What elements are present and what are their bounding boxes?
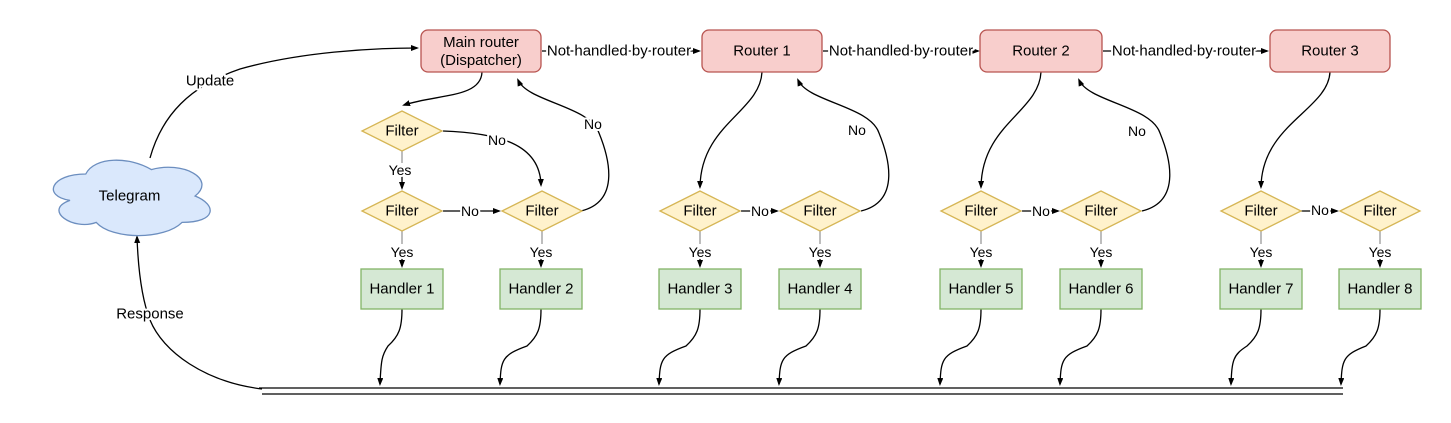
- router-2: [979, 29, 1103, 73]
- handler-1-label: Handler 1: [369, 281, 434, 298]
- handler-5: [939, 268, 1023, 310]
- filter-r3-1-label: Filter: [1244, 203, 1277, 220]
- router-3-label: Router 3: [1301, 43, 1359, 60]
- edge-label-not-handled-2: Not handled by router: [829, 43, 973, 60]
- main-router-label-line-1: Main router: [443, 34, 519, 51]
- handler-2: [499, 268, 583, 310]
- handler-5-label: Handler 5: [948, 281, 1013, 298]
- edge-label-response: Response: [116, 306, 184, 323]
- edge-label-yes-1: Yes: [391, 244, 414, 260]
- filter-r2-2-label: Filter: [1084, 203, 1117, 220]
- filter-r1-2-label: Filter: [803, 203, 836, 220]
- edge-label-no-main-top: No: [488, 132, 506, 148]
- handler-3: [658, 268, 742, 310]
- filter-r1-1-label: Filter: [683, 203, 716, 220]
- filter-main-1-label: Filter: [385, 203, 418, 220]
- filter-main-2-label: Filter: [525, 203, 558, 220]
- filter-r1-2: [778, 190, 862, 232]
- router-3: [1269, 29, 1391, 73]
- filter-r3-2-label: Filter: [1363, 203, 1396, 220]
- edge-label-yes-8: Yes: [1369, 244, 1392, 260]
- filter-main-1: [360, 190, 444, 232]
- edge-label-no-r2-h: No: [1032, 203, 1050, 219]
- edge-label-update: Update: [186, 73, 234, 90]
- telegram-cloud-label: Telegram: [99, 188, 161, 205]
- nodes-layer: Telegram Main router(Dispatcher) Router 1 R…: [52, 29, 1422, 310]
- edge-no-loop-r2: [1078, 78, 1171, 212]
- filter-r1-1: [658, 190, 742, 232]
- handler-2-label: Handler 2: [508, 281, 573, 298]
- filter-main-top: [360, 110, 444, 152]
- filter-r3-1: [1219, 190, 1303, 232]
- edge-handler-6-to-bus: [1057, 308, 1102, 386]
- filter-r2-1: [939, 190, 1023, 232]
- handler-6: [1059, 268, 1143, 310]
- edge-main-to-filter: [402, 71, 483, 107]
- edges-layer: [134, 45, 1383, 390]
- edge-handler-2-to-bus: [497, 308, 542, 386]
- handler-8-label: Handler 8: [1347, 281, 1412, 298]
- handler-4-label: Handler 4: [787, 281, 852, 298]
- edge-response: [134, 235, 263, 390]
- telegram-cloud: [52, 159, 211, 237]
- edge-handler-7-to-bus: [1228, 308, 1262, 386]
- handler-6-label: Handler 6: [1068, 281, 1133, 298]
- router-1-label: Router 1: [733, 43, 791, 60]
- edge-label-no-r3-h: No: [1311, 202, 1329, 218]
- filter-main-top-label: Filter: [385, 123, 418, 140]
- edge-handler-3-to-bus: [656, 308, 701, 386]
- edge-label-not-handled-3: Not handled by router: [1112, 43, 1256, 60]
- edge-no-loop-main: [517, 78, 610, 212]
- main-router-label-line-2: (Dispatcher): [440, 52, 522, 69]
- edge-label-no-main-h: No: [461, 203, 479, 219]
- edge-no-loop-r1: [797, 78, 890, 212]
- edge-r3-to-filter: [1258, 71, 1331, 189]
- edge-handler-8-to-bus: [1338, 308, 1381, 386]
- main-router: [420, 29, 542, 73]
- handler-1: [360, 268, 444, 310]
- edge-label-yes-7: Yes: [1250, 244, 1273, 260]
- handler-4: [778, 268, 862, 310]
- edge-label-yes-4: Yes: [809, 244, 832, 260]
- edge-handler-1-to-bus: [377, 308, 403, 386]
- edge-label-not-handled-1: Not handled by router: [547, 43, 691, 60]
- edge-r2-to-filter: [978, 71, 1042, 189]
- filter-main-2: [500, 190, 584, 232]
- main-router-label: Main router(Dispatcher): [440, 34, 522, 69]
- handler-7-label: Handler 7: [1228, 281, 1293, 298]
- edge-no-curve-main-top: [442, 130, 544, 187]
- edge-label-yes-main-top: Yes: [389, 162, 412, 178]
- filter-r3-2: [1338, 190, 1422, 232]
- edge-handler-5-to-bus: [937, 308, 982, 386]
- edge-label-no-main-loop: No: [584, 116, 602, 132]
- router-1: [701, 29, 823, 73]
- filter-r2-1-label: Filter: [964, 203, 997, 220]
- edge-label-no-r1-h: No: [751, 203, 769, 219]
- edge-label-no-r1-loop: No: [848, 122, 866, 138]
- response-bus: [259, 387, 1343, 395]
- edge-r1-to-filter: [697, 71, 763, 189]
- edge-update: [149, 45, 419, 159]
- handler-7: [1219, 268, 1303, 310]
- edge-handler-4-to-bus: [776, 308, 821, 386]
- edge-label-yes-3: Yes: [689, 244, 712, 260]
- edge-label-no-r2-loop: No: [1128, 123, 1146, 139]
- edge-label-yes-6: Yes: [1090, 244, 1113, 260]
- router-2-label: Router 2: [1012, 43, 1070, 60]
- edge-label-yes-5: Yes: [970, 244, 993, 260]
- filter-r2-2: [1059, 190, 1143, 232]
- handler-3-label: Handler 3: [667, 281, 732, 298]
- edge-label-yes-2: Yes: [530, 244, 553, 260]
- handler-8: [1338, 268, 1422, 310]
